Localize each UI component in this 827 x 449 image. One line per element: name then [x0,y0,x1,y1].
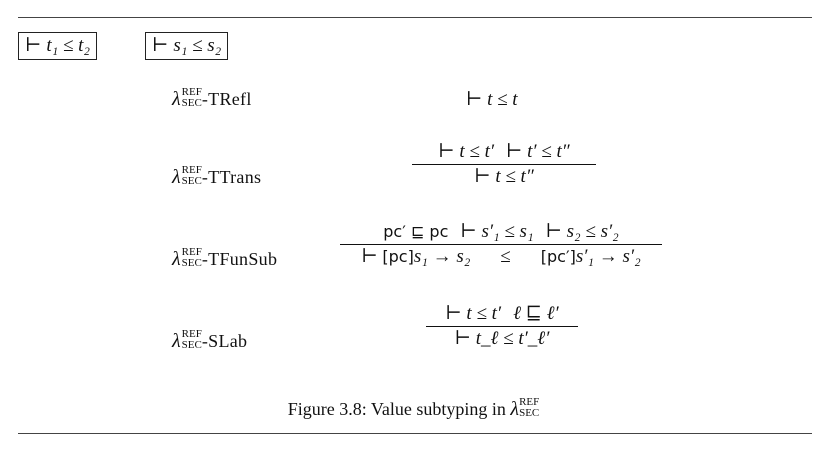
slab-conclusion: ⊢ t_ℓ ≤ t′_ℓ′ [454,328,550,349]
trefl-conclusion: ⊢ t ≤ t [466,89,518,110]
calculus-superscript: REF [181,85,202,98]
turnstile-symbol: ⊢ [25,35,42,56]
tfunsub-premise-2: ⊢ s′₁ ≤ s₁ [460,221,534,242]
calculus-subscript: SEC [181,338,202,351]
lambda-symbol: λ [172,166,181,188]
calculus-superscript: REF [519,395,540,408]
judgment-security-types-text: s₁ ≤ s₂ [173,35,222,56]
rule-label: -TRefl [201,89,252,109]
rule-label: -SLab [201,331,248,351]
rule-label: -TTrans [201,167,262,187]
tfunsub-premise-3: ⊢ s₂ ≤ s′₂ [545,221,619,242]
calculus-subscript: SEC [181,174,202,187]
tfunsub-premises: pc′ ⊑ pc ⊢ s′₁ ≤ s₁ ⊢ s₂ ≤ s′₂ [340,220,662,244]
slab-inference: ⊢ t ≤ t′ ℓ ⊑ ℓ′ ⊢ t_ℓ ≤ t′_ℓ′ [426,302,578,351]
ttrans-conclusion: ⊢ t ≤ t″ [474,166,534,187]
ttrans-premise-2: ⊢ t′ ≤ t″ [506,141,570,162]
slab-premises: ⊢ t ≤ t′ ℓ ⊑ ℓ′ [426,302,578,326]
lambda-symbol: λ [172,248,181,270]
lambda-symbol: λ [510,398,520,420]
ttrans-premise-1: ⊢ t ≤ t′ [438,141,495,162]
pc-annotation: [pc′] [540,247,576,266]
turnstile-symbol: ⊢ [152,35,169,56]
caption-text: Figure 3.8: Value subtyping in [287,399,511,419]
judgment-box-security-types: ⊢s₁ ≤ s₂ [145,32,229,60]
inference-bar [412,164,596,165]
judgment-types-text: t₁ ≤ t₂ [46,35,91,56]
ttrans-premises: ⊢ t ≤ t′ ⊢ t′ ≤ t″ [412,140,596,164]
lambda-symbol: λ [172,330,181,352]
calculus-subscript: SEC [181,256,202,269]
rule-label: -TFunSub [201,249,278,269]
function-type-right: s′₁ → s′₂ [575,246,641,267]
calculus-subscript: SEC [519,406,540,419]
top-rule-line [18,17,812,18]
tfunsub-conclusion: ⊢ [pc]s₁ → s₂ ≤ [pc′]s′₁ → s′₂ [340,245,662,269]
inference-bar [426,326,578,327]
tfunsub-inference: pc′ ⊑ pc ⊢ s′₁ ≤ s₁ ⊢ s₂ ≤ s′₂ ⊢ [pc]s₁ → … [340,220,662,269]
leq-symbol: ≤ [500,246,511,267]
judgment-box-types: ⊢t₁ ≤ t₂ [18,32,98,60]
tfunsub-premise-1: pc′ ⊑ pc [383,222,449,241]
function-type-left: s₁ → s₂ [413,246,471,267]
calculus-superscript: REF [181,245,202,258]
calculus-subscript: SEC [181,96,202,109]
ttrans-inference: ⊢ t ≤ t′ ⊢ t′ ≤ t″ ⊢ t ≤ t″ [412,140,596,189]
slab-premise-1: ⊢ t ≤ t′ [445,303,502,324]
bottom-rule-line [18,433,812,434]
lambda-symbol: λ [172,88,181,110]
inference-bar [340,244,662,245]
pc-annotation: [pc] [382,247,414,266]
turnstile-symbol: ⊢ [361,246,383,267]
calculus-superscript: REF [181,327,202,340]
slab-premise-2: ℓ ⊑ ℓ′ [513,303,559,324]
calculus-superscript: REF [181,163,202,176]
